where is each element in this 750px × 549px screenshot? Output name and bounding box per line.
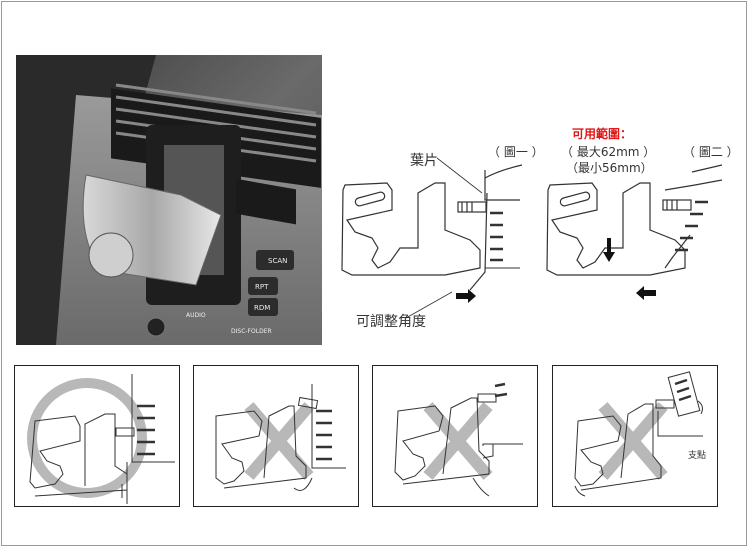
range-min: （最小56mm） [566,161,653,175]
vane-label: 葉片 [410,153,438,169]
range-max: （ 最大62mm ） [561,145,656,159]
pivot-label: 支點 [688,451,707,461]
photo-rdm-label: RDM [254,304,270,312]
panel-wrong-1 [193,365,359,507]
product-photo: SCAN RPT RDM DISC-FOLDER AUDIO [16,55,322,345]
photo-rpt-label: RPT [255,283,269,291]
photo-disc-label: DISC-FOLDER [231,328,272,335]
panel-wrong-2 [372,365,538,507]
photo-scan-label: SCAN [268,257,287,265]
correct-circle-mark [27,378,147,498]
range-title: 可用範圍： [572,127,633,141]
figure2-label: （ 圖二 ） [683,145,739,159]
photo-audio-label: AUDIO [186,312,206,319]
panel-wrong-3: 支點 [552,365,718,507]
adjustable-angle-label: 可調整角度 [356,314,426,330]
panel-correct [14,365,180,507]
figure1-label: （ 圖一 ） [488,145,544,159]
